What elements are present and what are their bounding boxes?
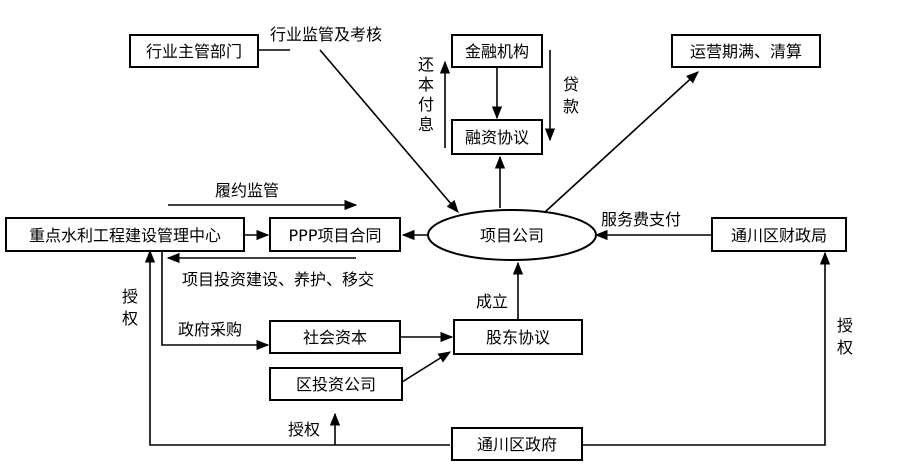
node-social-capital-label: 社会资本 — [303, 328, 367, 347]
node-treasury: 通川区财政局 — [711, 217, 847, 252]
arrow-invest-to-shareholder — [401, 351, 452, 383]
label-authorize-left-char: 权 — [122, 309, 138, 328]
node-shareholder-agreement-label: 股东协议 — [486, 328, 550, 347]
label-authorize-right-char: 授 — [837, 316, 853, 335]
label-authorize-left: 授 权 — [122, 287, 138, 328]
label-authorize-bottom: 授权 — [288, 420, 320, 439]
label-established: 成立 — [476, 292, 508, 311]
node-financing-agreement-label: 融资协议 — [465, 128, 529, 147]
label-build-maintain-transfer: 项目投资建设、养护、移交 — [182, 270, 374, 289]
node-finance-institution-label: 金融机构 — [465, 42, 529, 61]
arrow-project-to-ops-expiry — [544, 71, 699, 213]
label-repay: 还 本 付 息 — [418, 55, 434, 134]
node-industry-dept: 行业主管部门 — [129, 34, 259, 68]
label-repay-char: 付 — [418, 95, 434, 114]
node-social-capital: 社会资本 — [269, 320, 401, 354]
node-financing-agreement: 融资协议 — [451, 119, 543, 155]
node-district-government: 通川区政府 — [451, 427, 583, 461]
label-gov-procurement: 政府采购 — [178, 320, 242, 339]
label-service-fee: 服务费支付 — [601, 210, 681, 229]
label-loan: 贷 款 — [563, 75, 579, 116]
arrow-authorize-left — [144, 249, 450, 446]
node-district-invest: 区投资公司 — [269, 367, 403, 401]
node-ops-expiry: 运营期满、清算 — [671, 34, 821, 68]
label-authorize-left-char: 授 — [122, 287, 138, 306]
arrow-supervision-to-project-company — [319, 49, 459, 213]
node-finance-institution: 金融机构 — [451, 34, 543, 68]
label-supervision-assess: 行业监管及考核 — [270, 25, 382, 44]
node-district-invest-label: 区投资公司 — [296, 375, 376, 394]
label-loan-char: 款 — [563, 97, 579, 116]
label-authorize-right-char: 权 — [837, 338, 853, 357]
node-treasury-label: 通川区财政局 — [731, 226, 827, 245]
label-repay-char: 还 — [418, 55, 434, 74]
arrow-gov-procurement — [161, 251, 270, 351]
node-project-company: 项目公司 — [427, 209, 597, 261]
node-ops-expiry-label: 运营期满、清算 — [690, 42, 802, 61]
node-ppp-contract: PPP项目合同 — [269, 217, 401, 252]
label-repay-char: 息 — [418, 115, 434, 134]
arrow-authorize-right — [582, 251, 831, 446]
label-loan-char: 贷 — [563, 75, 579, 94]
node-shareholder-agreement: 股东协议 — [453, 319, 583, 355]
node-ppp-contract-label: PPP项目合同 — [289, 226, 382, 245]
node-water-center: 重点水利工程建设管理中心 — [5, 217, 245, 252]
label-authorize-right: 授 权 — [837, 316, 853, 357]
node-water-center-label: 重点水利工程建设管理中心 — [29, 226, 221, 245]
label-performance-supervision: 履约监管 — [215, 181, 279, 200]
label-repay-char: 本 — [418, 75, 434, 94]
node-project-company-label: 项目公司 — [480, 226, 544, 245]
node-district-government-label: 通川区政府 — [477, 435, 557, 454]
node-industry-dept-label: 行业主管部门 — [146, 42, 242, 61]
